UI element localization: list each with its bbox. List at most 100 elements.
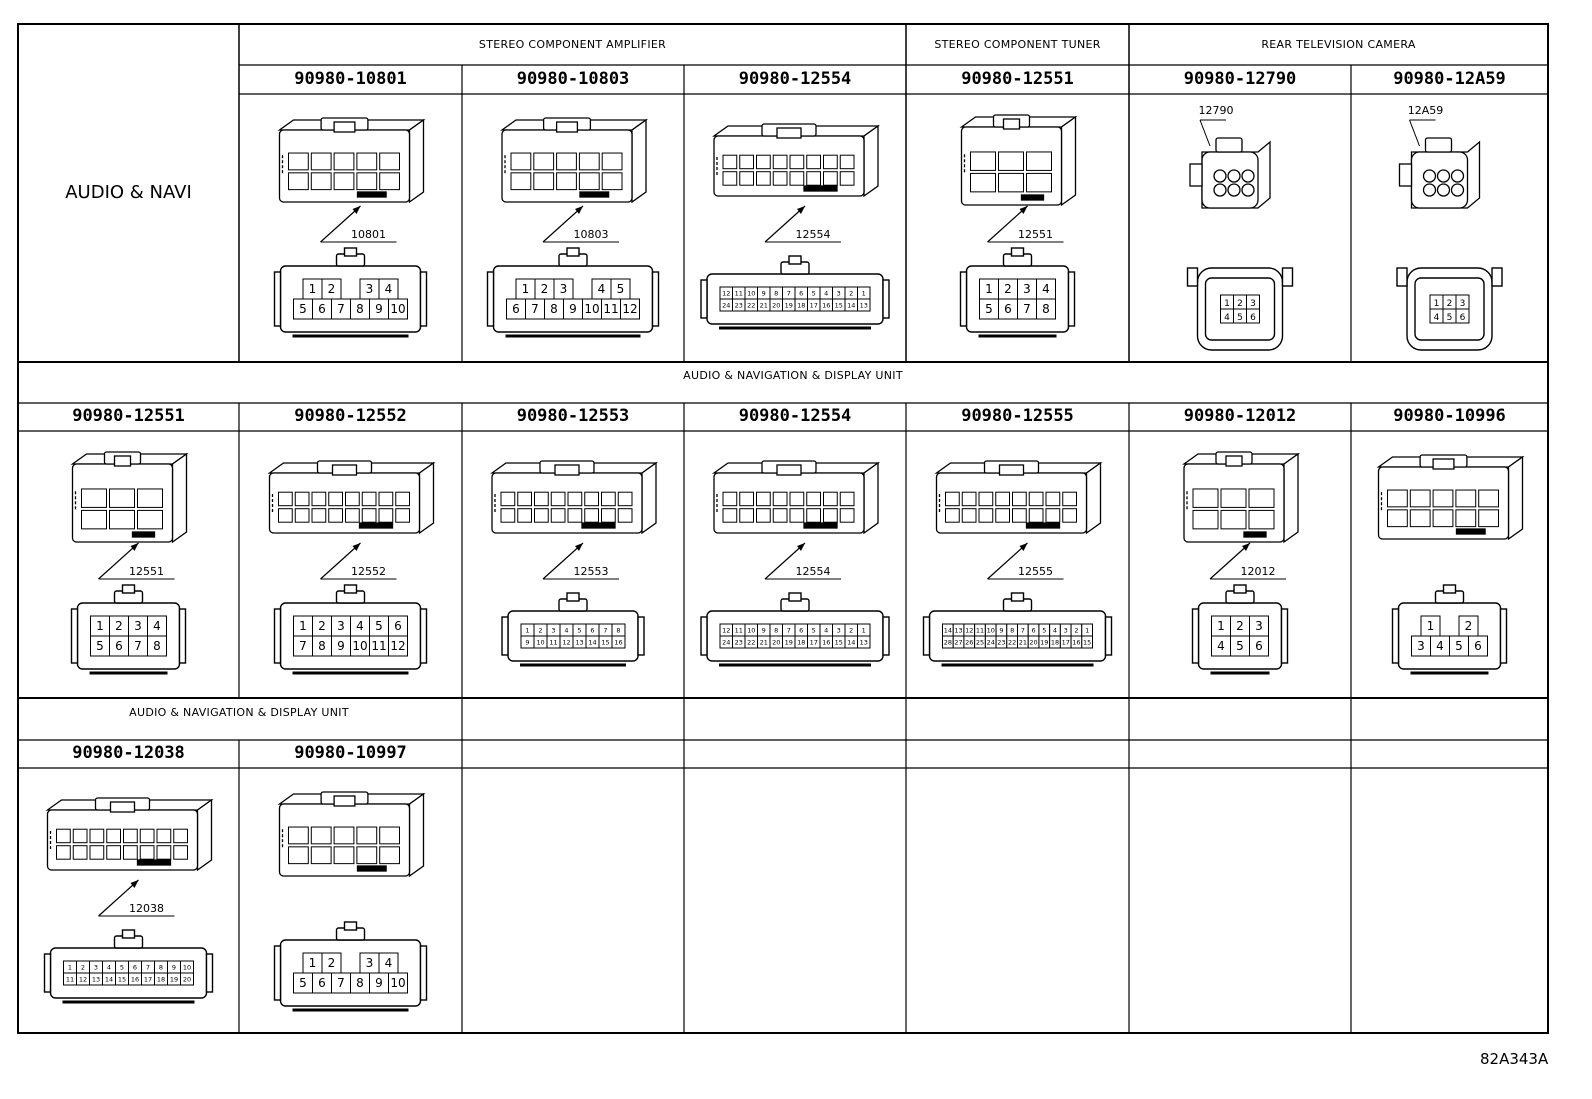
pin-number: 15 — [835, 639, 843, 647]
pin-number: 20 — [772, 639, 780, 647]
pin-number: 9 — [762, 627, 766, 635]
pin-number: 6 — [1255, 639, 1263, 653]
pin-number: 12 — [79, 976, 87, 984]
connector-housing-drawing — [934, 460, 1103, 535]
part-number: 90980-10803 — [516, 69, 630, 89]
pin-number: 5 — [812, 627, 816, 635]
pin-number: 12 — [562, 639, 570, 647]
pin-number: 3 — [337, 619, 345, 633]
pin-number: 3 — [1460, 299, 1466, 309]
pin-number: 28 — [944, 639, 952, 647]
part-number: 90980-12A59 — [1393, 69, 1506, 89]
pin-number: 2 — [1004, 282, 1012, 296]
part-number: 90980-12555 — [961, 406, 1074, 426]
connector-housing-drawing — [277, 117, 426, 204]
connector-housing-drawing — [45, 797, 214, 872]
pin-number: 11 — [735, 627, 743, 635]
part-number: 90980-12790 — [1183, 69, 1297, 89]
pin-number: 22 — [1008, 639, 1016, 647]
pin-number: 9 — [375, 976, 383, 990]
pin-number: 19 — [785, 639, 793, 647]
pin-number: 1 — [96, 619, 104, 633]
pin-number: 11 — [371, 639, 386, 653]
pin-number: 17 — [144, 976, 152, 984]
part-label-callout: 12552 — [320, 542, 397, 580]
pin-number: 7 — [787, 627, 791, 635]
group-header: STEREO COMPONENT TUNER — [934, 38, 1101, 51]
pin-number: 4 — [1053, 627, 1057, 635]
pin-number: 13 — [575, 639, 583, 647]
pin-number: 5 — [812, 290, 816, 298]
pin-number: 11 — [66, 976, 74, 984]
pin-number: 10 — [584, 302, 599, 316]
pin-number: 21 — [1019, 639, 1027, 647]
pin-cavity — [620, 298, 640, 320]
pin-cavity — [1036, 298, 1056, 320]
pin-number: 9 — [172, 964, 176, 972]
pin-number: 4 — [1042, 282, 1050, 296]
pin-number: 5 — [1236, 639, 1244, 653]
part-number: 90980-10997 — [294, 743, 407, 763]
pin-number: 8 — [616, 627, 620, 635]
pin-number: 6 — [1474, 639, 1482, 653]
connector-housing-drawing — [1181, 451, 1301, 544]
pin-number: 9 — [999, 627, 1003, 635]
pin-cavity — [1249, 635, 1269, 657]
pin-number: 1 — [1427, 619, 1435, 633]
pin-number: 2 — [1465, 619, 1473, 633]
pin-number: 6 — [799, 627, 803, 635]
pin-number: 5 — [299, 976, 307, 990]
pin-number: 10 — [987, 627, 995, 635]
pin-number: 16 — [822, 302, 830, 310]
pin-number: 1 — [299, 619, 307, 633]
pin-number: 6 — [1460, 313, 1466, 323]
pin-cavity — [857, 635, 871, 649]
pin-number: 13 — [92, 976, 100, 984]
pin-number: 14 — [944, 627, 952, 635]
pin-number: 21 — [760, 639, 768, 647]
pin-number: 4 — [598, 282, 606, 296]
pin-cavity — [388, 635, 408, 657]
pin-number: 2 — [1074, 627, 1078, 635]
pin-number: 26 — [965, 639, 973, 647]
pin-number: 7 — [337, 976, 345, 990]
pin-number: 8 — [1010, 627, 1014, 635]
pin-number: 4 — [153, 619, 161, 633]
pin-number: 7 — [603, 627, 607, 635]
pin-number: 7 — [531, 302, 539, 316]
pin-number: 4 — [107, 964, 111, 972]
pin-number: 3 — [366, 282, 374, 296]
pin-number: 9 — [569, 302, 577, 316]
part-label: 12552 — [351, 565, 386, 578]
pin-number: 1 — [522, 282, 530, 296]
pin-number: 15 — [835, 302, 843, 310]
pin-number: 3 — [1255, 619, 1263, 633]
pin-cavity — [1455, 308, 1470, 324]
pin-number: 6 — [512, 302, 520, 316]
pin-number: 9 — [525, 639, 529, 647]
pin-number: 5 — [1237, 313, 1243, 323]
pin-number: 22 — [747, 302, 755, 310]
pin-number: 3 — [1023, 282, 1031, 296]
pin-number: 7 — [299, 639, 307, 653]
pin-number: 5 — [985, 302, 993, 316]
pin-number: 2 — [849, 290, 853, 298]
pin-number: 7 — [134, 639, 142, 653]
part-label-callout: 12038 — [98, 879, 175, 917]
